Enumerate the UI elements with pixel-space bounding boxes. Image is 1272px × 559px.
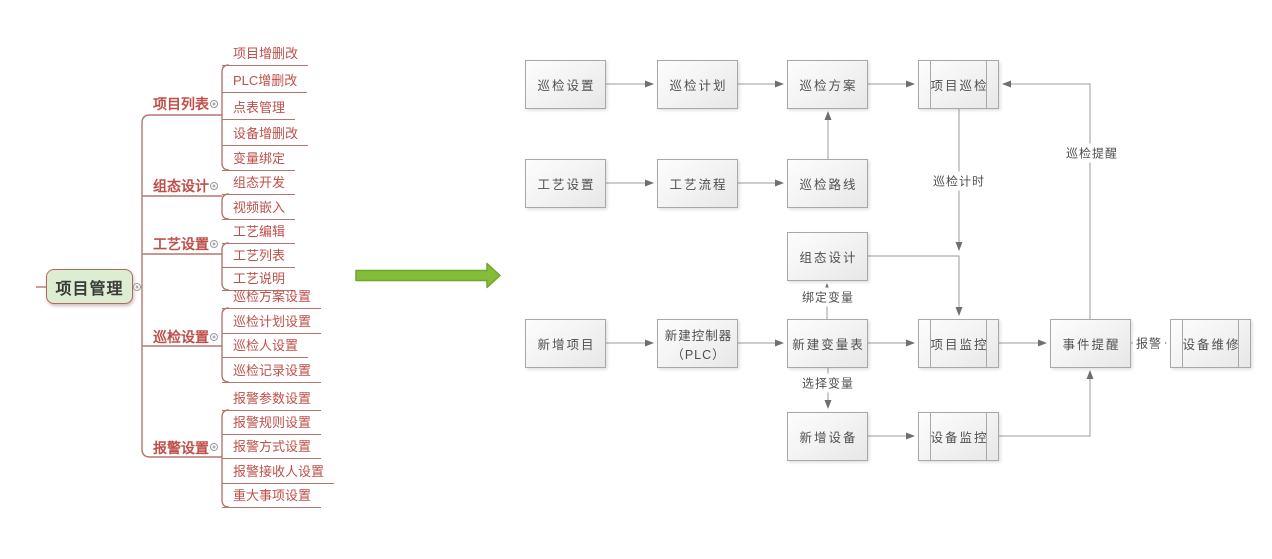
flow-node-label: 新建变量表 [792,338,865,352]
flow-node-label: 巡检计划 [669,79,728,93]
flow-node-config-design: 组态设计 [787,232,868,281]
transform-arrow-icon [355,262,501,289]
flow-node-process-settings: 工艺设置 [525,159,606,208]
alarm-label: 报警 [1132,333,1166,353]
mindmap-branch-alarm-settings: 报警设置 [153,440,209,456]
inspection-timing-label: 巡检计时 [929,171,989,191]
collapse-toggle-icon[interactable] [133,282,141,291]
mindmap-branch-config-design: 组态设计 [153,178,209,194]
flow-node-label: 新增设备 [799,431,858,445]
flow-node-project-inspection: 项目巡检 [918,60,999,109]
mindmap-leaf: 巡检计划设置 [222,314,322,334]
mindmap-leaf: 设备增删改 [222,126,309,146]
flow-node-inspection-settings: 巡检设置 [525,60,606,109]
flow-node-label: 工艺设置 [537,178,596,192]
mindmap-leaf: 项目增删改 [222,46,309,66]
select-variable-label: 选择变量 [798,373,858,393]
flow-node-new-device: 新增设备 [787,412,868,461]
mindmap-leaf: 视频嵌入 [222,200,296,220]
mindmap-branch-lines [36,64,230,508]
collapse-toggle-icon[interactable] [210,99,218,108]
mindmap-leaf: 报警接收人设置 [222,464,335,484]
flow-node-inspection-scheme: 巡检方案 [787,60,868,109]
flow-node-label: 巡检设置 [537,79,596,93]
collapse-toggle-icon[interactable] [210,442,218,451]
flow-node-label: 新建控制器 [664,328,733,343]
flow-node-label: 组态设计 [799,251,858,265]
flow-node-inspection-plan: 巡检计划 [657,60,738,109]
flow-node-device-monitor: 设备监控 [918,412,999,461]
flow-node-label: 设备维修 [1182,338,1241,352]
mindmap-root-project-management: 项目管理 [46,269,133,304]
flow-node-label: 工艺流程 [669,178,728,192]
flow-node-sublabel: （PLC） [671,347,726,362]
flow-node-label: 巡检路线 [799,178,858,192]
mindmap-leaf: PLC增删改 [222,73,308,93]
mindmap-leaf: 工艺说明 [222,271,296,291]
mindmap-branch-process-settings: 工艺设置 [153,236,209,252]
mindmap-leaf: 变量绑定 [222,151,296,171]
flow-node-label: 项目监控 [930,338,989,352]
mindmap-leaf: 巡检人设置 [222,338,309,358]
flow-node-new-project: 新增项目 [525,319,606,368]
inspection-reminder-label: 巡检提醒 [1062,143,1122,163]
flow-node-label: 设备监控 [930,431,989,445]
flow-node-label: 项目巡检 [930,79,989,93]
mindmap-leaf: 工艺编辑 [222,224,296,244]
mindmap-leaf: 工艺列表 [222,248,296,268]
mindmap-leaf: 巡检记录设置 [222,363,322,383]
mindmap-branch-inspection-settings: 巡检设置 [153,329,209,345]
flow-node-label: 事件提醒 [1062,338,1121,352]
collapse-toggle-icon[interactable] [210,181,218,190]
flow-node-new-variable-table: 新建变量表 [787,319,868,368]
mindmap-leaf: 报警规则设置 [222,415,322,435]
flow-node-new-plc-controller: 新建控制器 （PLC） [657,319,738,368]
mindmap-leaf: 组态开发 [222,175,296,195]
flow-node-event-reminder: 事件提醒 [1050,319,1131,368]
mindmap-leaf: 报警方式设置 [222,439,322,459]
flow-node-device-repair: 设备维修 [1170,319,1251,368]
mindmap-leaf: 重大事项设置 [222,488,322,508]
collapse-toggle-icon[interactable] [210,239,218,248]
mindmap-leaf: 巡检方案设置 [222,289,322,309]
flow-node-project-monitor: 项目监控 [918,319,999,368]
bind-variable-label: 绑定变量 [798,287,858,307]
mindmap-branch-project-list: 项目列表 [153,96,209,112]
flowchart-connectors [605,80,1167,440]
flow-node-label: 新增项目 [537,338,596,352]
mindmap-leaf: 报警参数设置 [222,391,322,411]
flow-node-label: 巡检方案 [799,79,858,93]
flow-node-process-flow: 工艺流程 [657,159,738,208]
collapse-toggle-icon[interactable] [210,332,218,341]
flow-node-inspection-route: 巡检路线 [787,159,868,208]
mindmap-leaf: 点表管理 [222,100,296,120]
